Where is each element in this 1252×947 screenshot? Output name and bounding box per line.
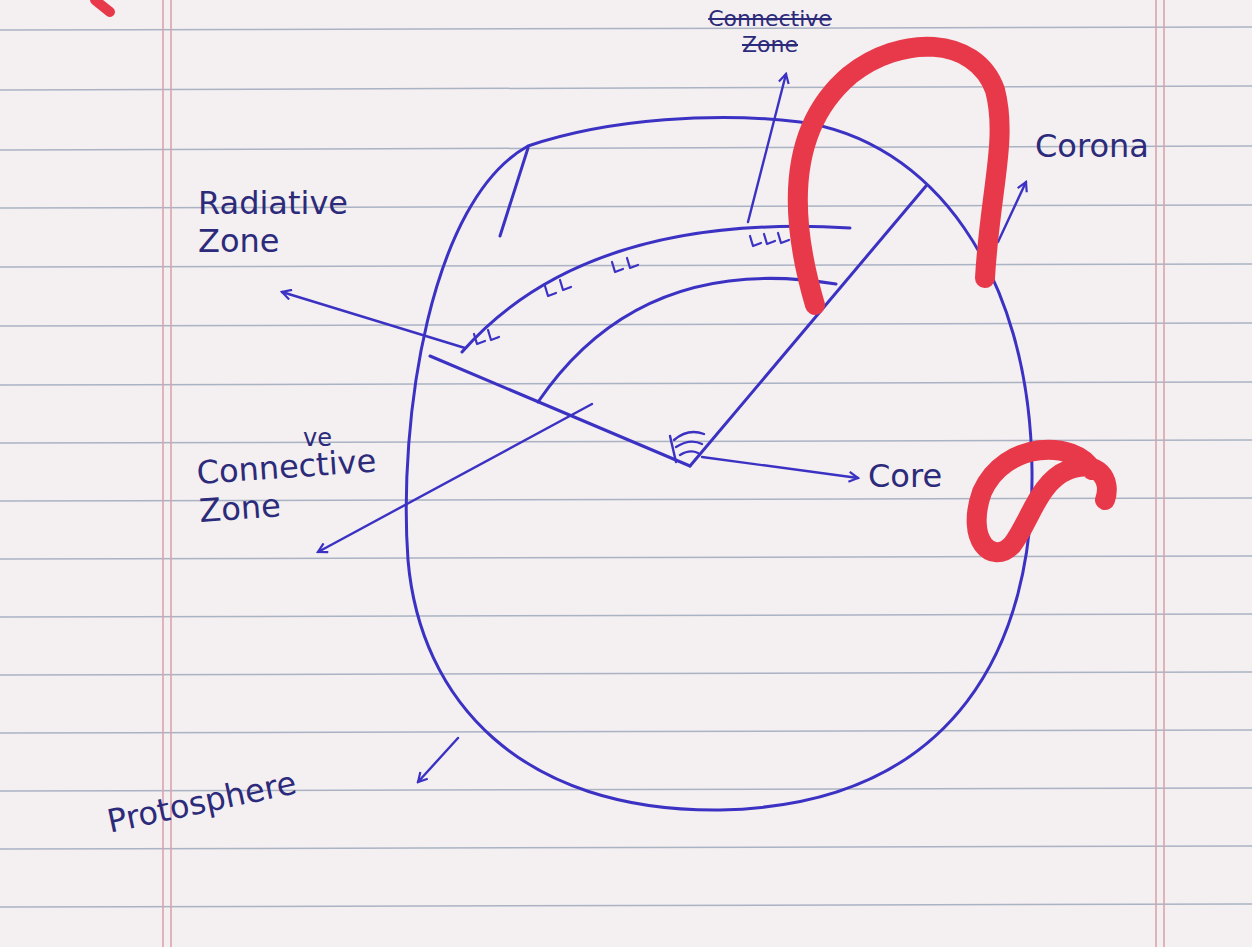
sun-outline <box>406 117 1032 810</box>
radiation-mark <box>764 234 775 244</box>
radiation-mark <box>778 233 789 243</box>
part-label: Connective Zone <box>700 6 840 58</box>
margin-line <box>1163 0 1165 947</box>
part-label: Connective Zone <box>195 440 420 531</box>
ruled-line <box>0 205 1252 208</box>
leader-line <box>702 457 858 478</box>
ruled-line <box>0 846 1252 849</box>
ruled-line <box>0 27 1252 30</box>
ruled-line <box>0 264 1252 267</box>
radiation-mark <box>545 286 556 296</box>
part-label: Corona <box>1035 128 1149 166</box>
sun-drawing <box>282 74 1032 810</box>
question-mark <box>798 47 1000 305</box>
part-label: Core <box>868 458 942 496</box>
teacher-marks <box>95 0 1107 552</box>
ruled-line <box>0 556 1252 559</box>
ruled-line <box>0 730 1252 733</box>
margin-line <box>1155 0 1157 947</box>
radiation-mark <box>560 280 571 290</box>
leader-line <box>282 292 465 348</box>
radiation-mark <box>627 258 638 268</box>
ruled-line <box>0 614 1252 617</box>
core-scribble <box>680 451 698 455</box>
cut-edge <box>500 148 528 236</box>
radiation-mark <box>612 262 623 272</box>
core-scribble <box>676 442 702 447</box>
zone-boundary <box>538 278 836 402</box>
core-scribble <box>674 432 704 440</box>
core-scribble <box>670 436 676 462</box>
part-label: Radiative Zone <box>198 185 383 261</box>
ruled-line <box>0 498 1252 501</box>
part-label: Protosphere <box>104 764 300 841</box>
ruled-line <box>0 86 1252 90</box>
ruled-lines <box>0 27 1252 907</box>
leader-lines <box>282 74 1026 782</box>
corner-mark <box>95 0 110 12</box>
ruled-line <box>0 382 1252 385</box>
margin-lines <box>163 0 1164 947</box>
radiation-mark <box>474 334 485 344</box>
ruled-line <box>0 323 1252 326</box>
ruled-line <box>0 672 1252 675</box>
check-mark <box>977 450 1107 553</box>
radiation-mark <box>488 330 499 340</box>
leader-line <box>418 738 458 782</box>
radiation-mark <box>750 236 761 246</box>
leader-line <box>748 74 786 222</box>
radiation-marks <box>474 233 789 344</box>
ruled-line <box>0 904 1252 907</box>
